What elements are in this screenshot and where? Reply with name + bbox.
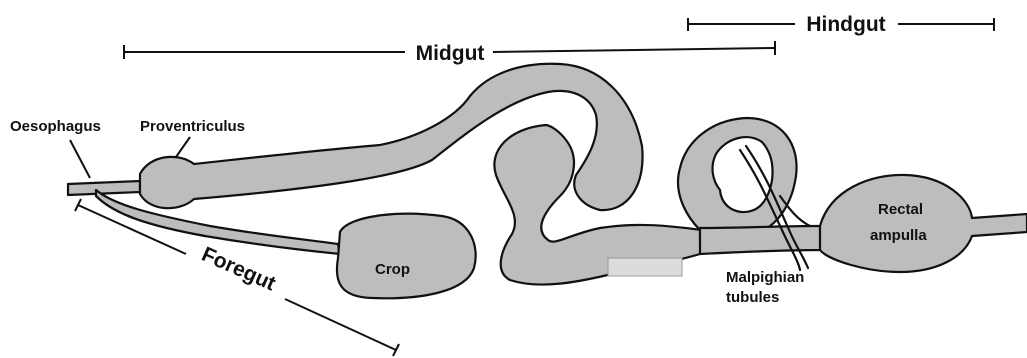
malpighian-label-line2: tubules bbox=[726, 289, 779, 306]
midgut-bracket: Midgut bbox=[124, 41, 775, 65]
oesophagus-leader bbox=[70, 140, 90, 178]
proventriculus-leader bbox=[176, 137, 190, 157]
crop bbox=[337, 214, 476, 299]
rectal-label-line1: Rectal bbox=[878, 201, 923, 218]
hindgut-label: Hindgut bbox=[806, 13, 885, 36]
proventriculus-label: Proventriculus bbox=[140, 118, 245, 135]
oesophagus-tube bbox=[68, 181, 140, 195]
oesophagus-label: Oesophagus bbox=[10, 118, 101, 135]
hindgut-bracket: Hindgut bbox=[688, 13, 994, 36]
foregut-label: Foregut bbox=[198, 243, 279, 296]
ileum bbox=[700, 226, 828, 254]
crop-label: Crop bbox=[375, 261, 410, 278]
rectal-label-line2: ampulla bbox=[870, 227, 927, 244]
malpighian-label-line1: Malpighian bbox=[726, 269, 804, 286]
crop-duct bbox=[96, 190, 340, 254]
midgut-label: Midgut bbox=[416, 42, 485, 65]
faint-box bbox=[608, 258, 682, 276]
rectal-ampulla bbox=[820, 175, 1027, 272]
